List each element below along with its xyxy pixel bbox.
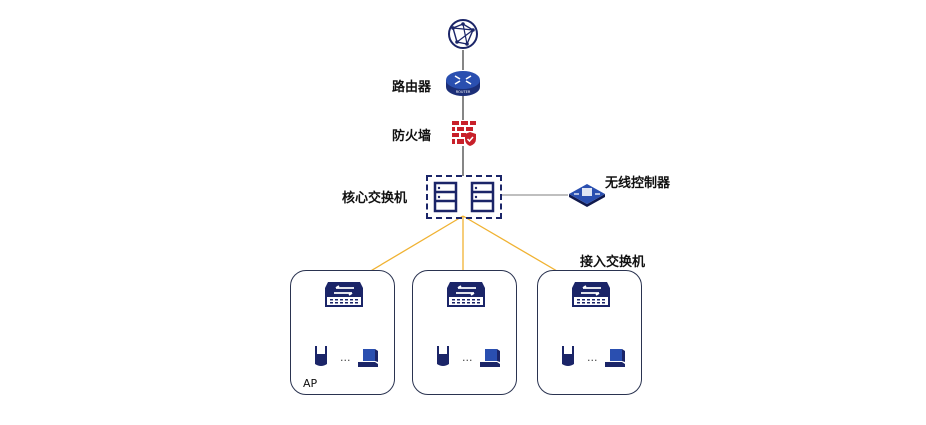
switch-icon (325, 282, 363, 307)
wireless-controller-node (567, 180, 607, 212)
access-group-2: ... (412, 270, 517, 395)
access-point-icon (437, 346, 449, 366)
ellipsis: ... (587, 351, 598, 364)
access-group-3: ... (537, 270, 642, 395)
access-point-icon (315, 346, 327, 366)
access-point-icon (562, 346, 574, 366)
svg-text:ROUTER: ROUTER (456, 90, 471, 94)
wireless-controller-icon (569, 184, 605, 207)
access-group-1: ... AP (290, 270, 395, 395)
access-switch-label: 接入交换机 (580, 255, 646, 270)
ellipsis: ... (340, 351, 351, 364)
switch-icon (572, 282, 610, 307)
firewall-icon (452, 121, 476, 146)
internet-node (447, 18, 479, 54)
computer-icon (605, 349, 625, 367)
ellipsis: ... (462, 351, 473, 364)
ap-caption: AP (303, 377, 318, 390)
router-label: 路由器 (392, 80, 432, 95)
router-icon: ROUTER (446, 71, 480, 96)
globe-icon (448, 19, 478, 49)
core-switch-label: 核心交换机 (342, 191, 408, 206)
core-switch-node (426, 175, 502, 219)
firewall-node (451, 120, 477, 150)
server-stack-icon (433, 181, 495, 213)
computer-icon (480, 349, 500, 367)
switch-icon (447, 282, 485, 307)
router-node: ROUTER (445, 68, 481, 102)
wireless-controller-label: 无线控制器 (605, 176, 671, 191)
firewall-label: 防火墙 (392, 129, 432, 144)
computer-icon (358, 349, 378, 367)
